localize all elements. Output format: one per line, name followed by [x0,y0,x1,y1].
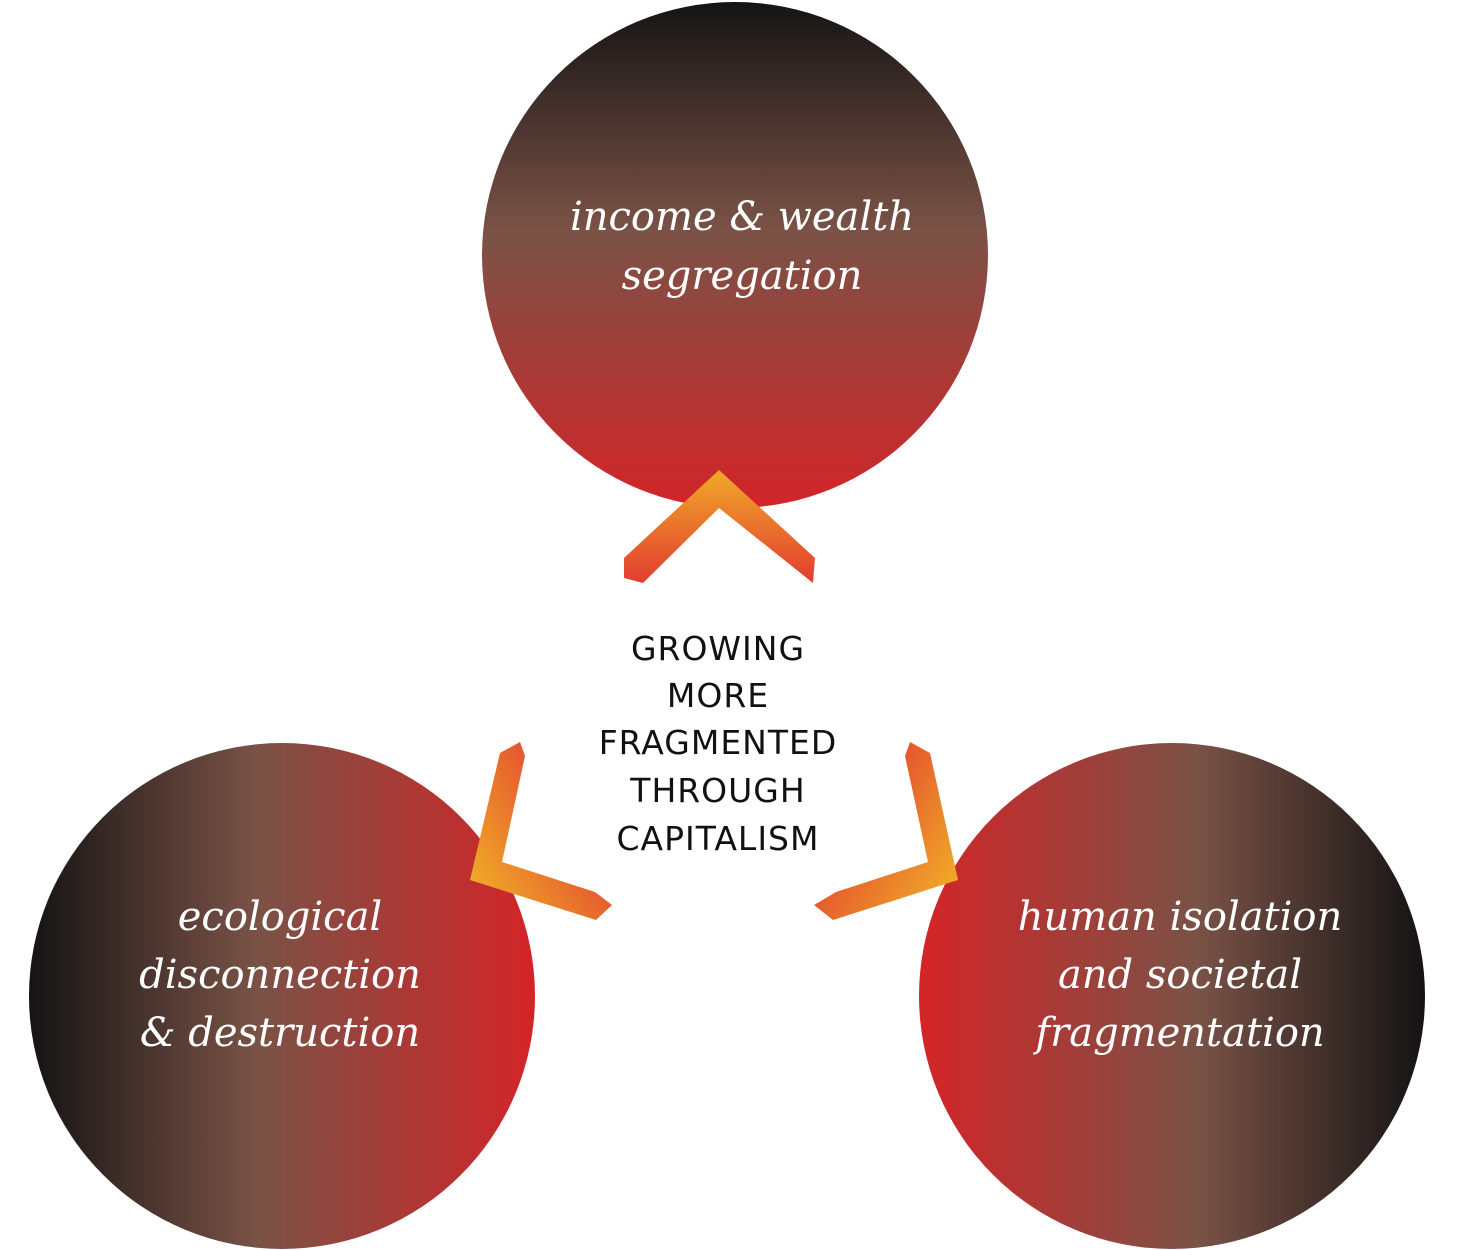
arrow-up-chevron [624,470,815,583]
center-line-5: CAPITALISM [617,819,820,858]
node-top-circle [482,2,988,508]
node-right-line-3: fragmentation [1032,1010,1324,1056]
center-line-2: MORE [667,676,769,715]
center-line-3: FRAGMENTED [599,723,838,762]
node-top: income & wealth segregation [482,2,988,508]
node-left-line-1: ecological [178,894,382,940]
arrow-right-chevron [814,742,958,920]
center-line-1: GROWING [631,629,805,668]
node-left-circle [29,743,535,1249]
node-top-line-1: income & wealth [570,194,914,240]
arrow-left-chevron [470,742,612,920]
node-right: human isolation and societal fragmentati… [919,743,1425,1249]
node-left-line-3: & destruction [140,1010,420,1056]
node-top-line-2: segregation [622,253,863,299]
node-right-line-2: and societal [1058,952,1302,998]
node-right-circle [919,743,1425,1249]
node-left-line-2: disconnection [139,952,421,998]
node-left: ecological disconnection & destruction [29,743,535,1249]
center-label: GROWING MORE FRAGMENTED THROUGH CAPITALI… [599,629,838,858]
node-right-line-1: human isolation [1018,894,1343,940]
center-line-4: THROUGH [629,771,805,810]
